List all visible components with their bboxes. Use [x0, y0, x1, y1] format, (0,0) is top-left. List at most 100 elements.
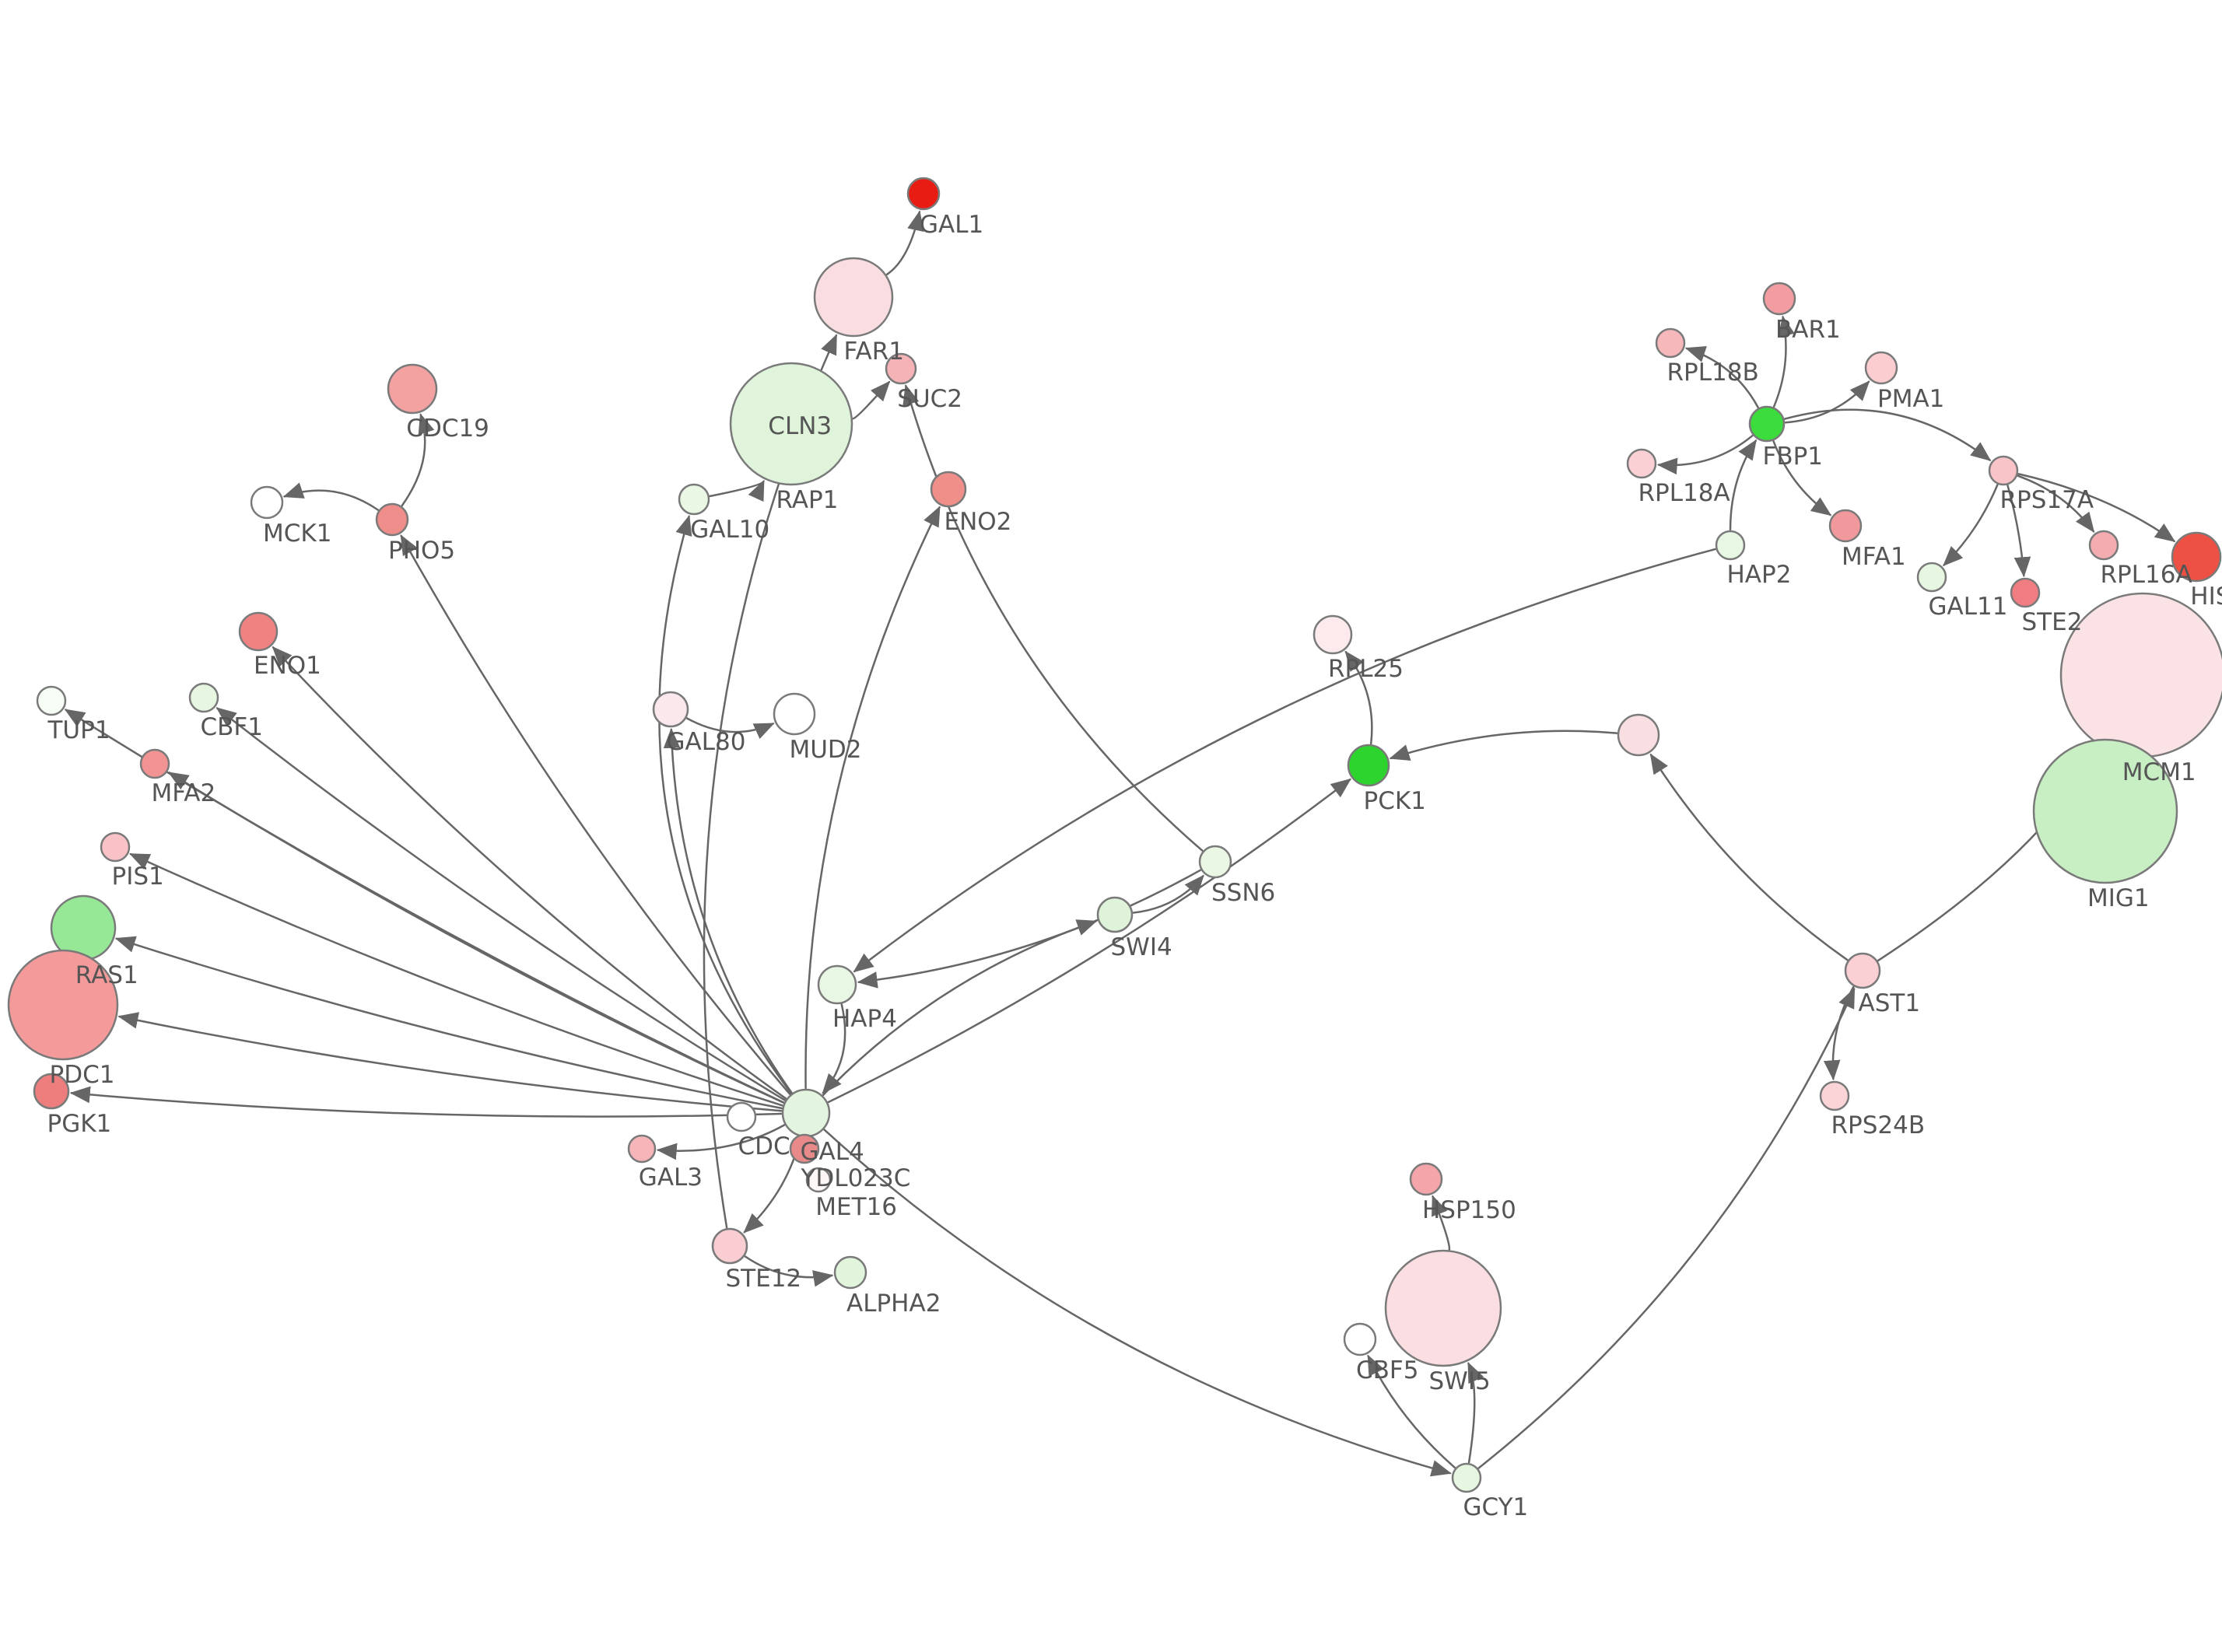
- node-rap1[interactable]: [729, 362, 853, 486]
- edge-gal10-rap1[interactable]: [709, 479, 765, 502]
- edge-ssn6-suc2[interactable]: [902, 384, 1204, 852]
- edge-gal4-eno2[interactable]: [804, 506, 941, 1090]
- node-mfa1[interactable]: [1828, 509, 1863, 543]
- edge-gal4-pgk1[interactable]: [69, 1086, 783, 1118]
- edge-fbp1-bar1[interactable]: [1772, 315, 1795, 408]
- edge-hap2-fbp1[interactable]: [1729, 439, 1757, 531]
- node-gal11[interactable]: [1916, 562, 1947, 593]
- edge-swi5-hsp150[interactable]: [1432, 1195, 1451, 1251]
- node-pgk1[interactable]: [33, 1073, 70, 1110]
- node-mud2[interactable]: [773, 692, 816, 736]
- edge-gal4-ras1[interactable]: [114, 936, 783, 1110]
- edge-gal4-cbf1[interactable]: [216, 707, 786, 1101]
- edge-fbp1-mfa1[interactable]: [1772, 440, 1832, 516]
- node-rpl16a[interactable]: [2088, 530, 2119, 561]
- node-gal10[interactable]: [678, 483, 710, 516]
- node-rps17a[interactable]: [1988, 455, 2019, 486]
- edge-hap4-gal4[interactable]: [822, 1003, 846, 1094]
- edge-hap2-hap4[interactable]: [853, 548, 1716, 973]
- node-gal3[interactable]: [627, 1134, 657, 1164]
- node-fbp1[interactable]: [1748, 405, 1786, 443]
- node-cbf5[interactable]: [1343, 1322, 1377, 1356]
- node-tup1[interactable]: [36, 685, 67, 716]
- node-mig1[interactable]: [2032, 738, 2178, 884]
- edge-ssn6-hap4[interactable]: [857, 869, 1202, 989]
- edge-pck1-rpl25[interactable]: [1344, 650, 1373, 745]
- node-mcm1[interactable]: [2059, 592, 2222, 758]
- node-swi4[interactable]: [1096, 896, 1134, 933]
- node-pis1[interactable]: [100, 831, 131, 863]
- node-pho5[interactable]: [375, 502, 409, 537]
- node-cbf1[interactable]: [188, 682, 219, 713]
- node-gal80[interactable]: [652, 691, 689, 728]
- node-cdc19[interactable]: [387, 363, 438, 415]
- edge-gal4-gal10[interactable]: [658, 515, 793, 1094]
- node-mfa2[interactable]: [139, 748, 170, 779]
- node-bar1[interactable]: [1762, 282, 1796, 316]
- node-ast1[interactable]: [1844, 952, 1881, 989]
- edge-ast1-unl2[interactable]: [1649, 753, 1849, 961]
- edge-rap1-suc2[interactable]: [852, 380, 891, 420]
- node-ste12[interactable]: [711, 1227, 748, 1265]
- node-pdc1[interactable]: [7, 949, 119, 1061]
- edge-pho5-cdc19[interactable]: [401, 413, 435, 507]
- edge-far1-gal1[interactable]: [885, 210, 924, 276]
- edge-gal80-mud2[interactable]: [685, 717, 775, 740]
- node-his4[interactable]: [2171, 531, 2222, 583]
- edge-pho5-mck1[interactable]: [282, 482, 380, 511]
- edge-unl2-pck1[interactable]: [1389, 730, 1618, 761]
- node-rpl18a[interactable]: [1626, 448, 1657, 479]
- node-pma1[interactable]: [1864, 351, 1898, 385]
- node-label-rpl16a: RPL16A: [2101, 561, 2192, 589]
- node-eno1[interactable]: [238, 611, 279, 652]
- edge-gal4-gal80[interactable]: [663, 727, 793, 1094]
- edge-rps17a-gal11[interactable]: [1943, 484, 1999, 567]
- edge-fbp1-rpl18a[interactable]: [1656, 434, 1754, 475]
- edge-gcy1-cbf5[interactable]: [1367, 1354, 1456, 1469]
- edge-rps17a-rpl16a[interactable]: [2017, 474, 2095, 534]
- node-rpl18b[interactable]: [1655, 327, 1686, 359]
- edge-gal4-mfa2[interactable]: [167, 772, 785, 1104]
- edge-gal4-gcy1[interactable]: [823, 1129, 1452, 1477]
- edge-gal4-pis1[interactable]: [129, 852, 783, 1107]
- edge-swi4-ssn6[interactable]: [1132, 874, 1204, 914]
- edge-gal4-pdc1[interactable]: [117, 1012, 783, 1112]
- node-ydl023c[interactable]: [789, 1133, 820, 1164]
- edge-gal4-pho5[interactable]: [400, 534, 791, 1095]
- node-hap4[interactable]: [817, 964, 857, 1005]
- node-gcy1[interactable]: [1451, 1462, 1482, 1493]
- node-swi5[interactable]: [1384, 1249, 1502, 1367]
- node-suc2[interactable]: [885, 352, 917, 385]
- node-gal4[interactable]: [781, 1088, 831, 1138]
- edge-gcy1-ast1[interactable]: [1477, 987, 1856, 1469]
- node-ssn6[interactable]: [1198, 845, 1232, 879]
- edge-gal4-pck1[interactable]: [827, 778, 1351, 1104]
- edge-ste12-alpha2[interactable]: [744, 1255, 834, 1287]
- node-far1[interactable]: [813, 257, 894, 338]
- node-cdcn[interactable]: [726, 1101, 757, 1132]
- node-mck1[interactable]: [250, 485, 284, 520]
- node-ste2[interactable]: [2010, 577, 2041, 608]
- node-pck1[interactable]: [1347, 744, 1390, 787]
- node-met16[interactable]: [805, 1167, 832, 1193]
- edge-gal4-gal3[interactable]: [656, 1124, 786, 1160]
- edge-rps17a-his4[interactable]: [2017, 473, 2176, 542]
- edge-ast1-rps24b[interactable]: [1823, 985, 1855, 1081]
- node-hap2[interactable]: [1715, 530, 1746, 561]
- node-alpha2[interactable]: [833, 1255, 867, 1290]
- node-hsp150[interactable]: [1409, 1162, 1443, 1196]
- node-label-gal4: GAL4: [801, 1138, 864, 1166]
- node-rpl25[interactable]: [1313, 614, 1353, 655]
- node-unl2[interactable]: [1617, 713, 1660, 757]
- edge-gal4-tup1[interactable]: [64, 709, 785, 1104]
- node-eno2[interactable]: [930, 471, 967, 508]
- edge-gcy1-swi5[interactable]: [1467, 1362, 1484, 1464]
- edge-gal4-swi4[interactable]: [822, 919, 1098, 1097]
- edge-fbp1-rps17a[interactable]: [1783, 408, 1992, 461]
- edge-fbp1-rpl18b[interactable]: [1684, 346, 1759, 409]
- edge-gal4-eno1[interactable]: [272, 646, 787, 1100]
- node-gal1[interactable]: [906, 177, 941, 211]
- node-label-pma1: PMA1: [1877, 385, 1944, 413]
- node-rps24b[interactable]: [1819, 1080, 1850, 1111]
- edge-rps17a-ste2[interactable]: [2006, 484, 2031, 578]
